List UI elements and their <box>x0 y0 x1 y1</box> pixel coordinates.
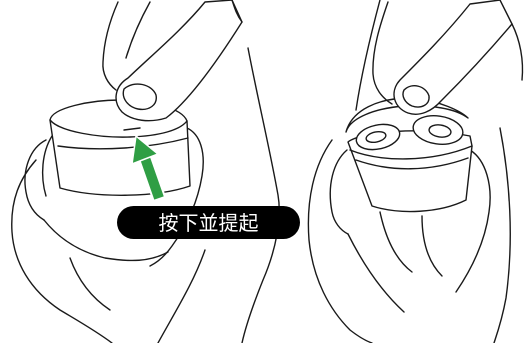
earbud-right-detail <box>428 124 452 138</box>
earbud-left <box>355 123 401 151</box>
left-panel-press-case: 按下並提起 <box>11 0 300 343</box>
case-lid-open <box>345 97 469 133</box>
finger-outline <box>372 1 393 105</box>
earbud-left-detail <box>365 130 387 144</box>
thumb-nail <box>122 83 157 111</box>
case-top-edge <box>49 119 188 138</box>
holding-hand-palm <box>379 211 413 273</box>
holding-hand-finger <box>329 149 349 235</box>
case-button <box>123 127 141 131</box>
finger-outline <box>102 1 119 91</box>
arm-outline <box>493 127 511 343</box>
holding-hand-palm <box>43 219 169 262</box>
finger-outline <box>231 0 243 23</box>
thumb-nail <box>402 85 430 108</box>
arrow-shaft <box>140 156 164 200</box>
finger-outline <box>125 1 151 59</box>
holding-hand-finger <box>24 139 47 221</box>
arrow-up-icon <box>131 135 166 201</box>
case-lid-seam <box>57 137 189 150</box>
holding-hand-outline <box>11 159 113 343</box>
wrist-outline <box>157 249 206 343</box>
instruction-label: 按下並提起 <box>117 206 300 239</box>
holding-hand-palm <box>69 257 111 311</box>
arrow-head <box>131 135 159 165</box>
holding-hand-finger <box>41 135 53 197</box>
case-rim <box>349 145 473 160</box>
holding-hand-palm <box>347 233 405 313</box>
holding-hand-finger-right <box>455 149 491 293</box>
right-panel-case-open <box>307 0 524 343</box>
earbud-right <box>412 115 464 145</box>
holding-hand-outline <box>307 139 373 343</box>
holding-hand-palm <box>421 215 443 277</box>
arm-outline <box>355 0 381 111</box>
finger-outline <box>511 23 524 81</box>
label-text: 按下並提起 <box>159 211 259 235</box>
label-background <box>117 206 300 239</box>
thumb-outline <box>393 0 513 115</box>
case-front-edge <box>355 157 469 170</box>
arm-outline <box>241 47 280 343</box>
